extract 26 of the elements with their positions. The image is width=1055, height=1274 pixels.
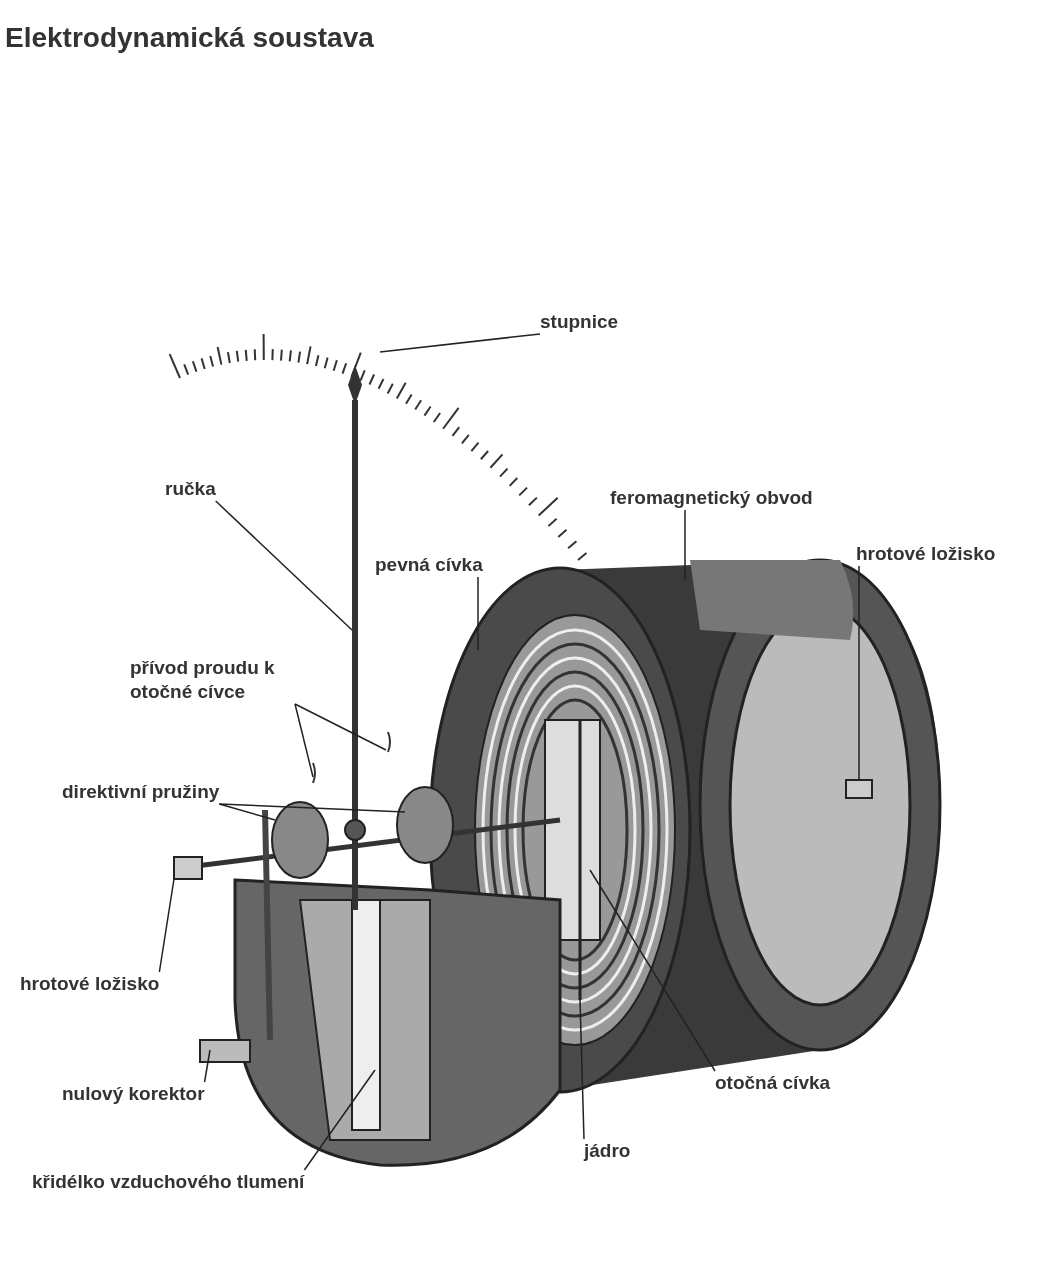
leader-line [379, 333, 541, 353]
leader-line [294, 703, 314, 778]
part-label: feromagnetický obvod [610, 486, 813, 510]
part-label: pevná cívka [375, 553, 483, 577]
leader-line [158, 878, 175, 973]
part-label: ručka [165, 477, 216, 501]
part-label: stupnice [540, 310, 619, 334]
leader-line [214, 500, 353, 631]
leader-line [477, 576, 479, 651]
bearing-tip [845, 779, 873, 799]
part-label: křidélko vzduchového tlumení [32, 1170, 305, 1194]
part-label: hrotové ložisko [856, 542, 996, 566]
part-label: jádro [584, 1139, 631, 1163]
leader-line [294, 703, 387, 751]
bearing-tip [173, 856, 203, 880]
part-label: nulový korektor [62, 1082, 205, 1106]
leader-line [684, 509, 686, 581]
title: Elektrodynamická soustava [5, 22, 374, 54]
part-label: hrotové ložisko [20, 972, 160, 996]
part-label: přívod proudu k otočné cívce [130, 656, 295, 704]
leader-line [203, 1049, 211, 1083]
leader-line [218, 803, 406, 813]
leader-line [303, 1069, 376, 1171]
leader-line [579, 999, 585, 1140]
part-label: direktivní pružiny [62, 780, 220, 804]
part-label: otočná cívka [715, 1071, 831, 1095]
